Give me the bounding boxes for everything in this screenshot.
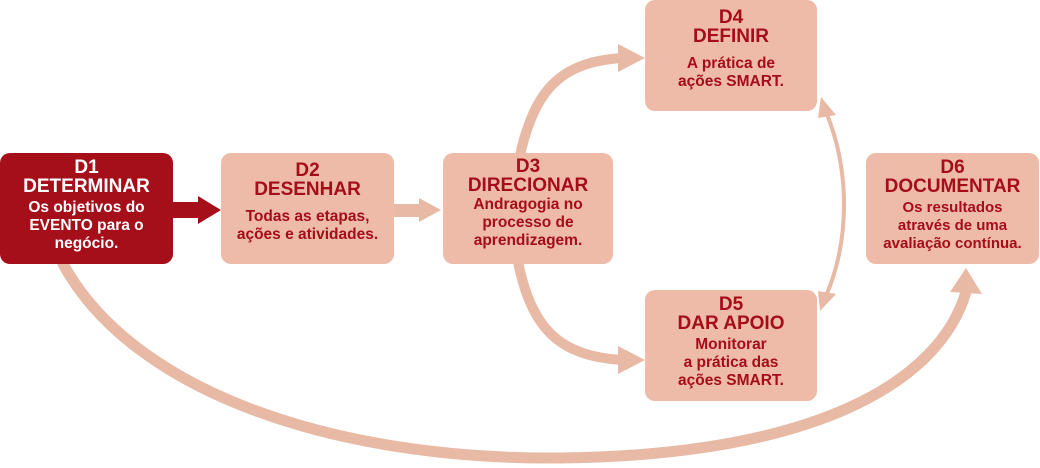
step-title: DEFINIR (693, 26, 769, 47)
desc-line: ações e atividades. (236, 226, 379, 243)
desc-line: a prática das (683, 354, 779, 371)
desc-line: ações SMART. (678, 73, 784, 90)
step-code: D5 (718, 294, 744, 315)
desc-line: ações SMART. (678, 372, 784, 389)
arrow-d3-d4 (515, 44, 645, 157)
desc-line: Os resultados (902, 199, 1003, 216)
desc-line: Os objetivos do (28, 199, 145, 216)
step-d3-direcionar: D3 DIRECIONAR Andragogia no processo de … (443, 153, 613, 264)
desc-line: avaliação contínua. (883, 235, 1022, 252)
step-title: DESENHAR (254, 179, 361, 200)
step-description: Andragogia no processo de aprendizagem. (473, 196, 582, 250)
step-description: A prática de ações SMART. (678, 55, 784, 91)
step-code: D3 (515, 156, 541, 177)
desc-line: aprendizagem. (473, 232, 583, 249)
arrow-d1-d2 (172, 196, 221, 224)
desc-line: através de uma (897, 217, 1008, 234)
step-code: D4 (718, 7, 744, 28)
desc-line: Andragogia no (473, 196, 583, 213)
step-d5-dar-apoio: D5 DAR APOIO Monitorar a prática das açõ… (645, 290, 817, 401)
step-title: DOCUMENTAR (884, 176, 1021, 197)
arrow-d4-d5 (818, 97, 846, 311)
step-description: Os resultados através de uma avaliação c… (883, 199, 1021, 253)
arrow-d1-d6 (57, 259, 982, 464)
arrow-d3-d5 (513, 260, 645, 374)
step-description: Monitorar a prática das ações SMART. (678, 336, 784, 390)
arrow-d2-d3 (393, 198, 441, 222)
desc-line: negócio. (54, 235, 119, 252)
step-title: DAR APOIO (677, 313, 785, 334)
step-description: Todas as etapas, ações e atividades. (237, 208, 378, 244)
desc-line: Todas as etapas, (245, 208, 370, 225)
desc-line: A prática de (686, 55, 776, 72)
step-d4-definir: D4 DEFINIR A prática de ações SMART. (645, 0, 817, 111)
step-title: DIRECIONAR (467, 175, 589, 196)
step-code: D1 (74, 157, 99, 178)
step-d1-determinar: D1 DETERMINAR Os objetivos do EVENTO par… (0, 153, 173, 264)
step-d2-desenhar: D2 DESENHAR Todas as etapas, ações e ati… (221, 153, 394, 264)
step-code: D2 (295, 160, 320, 181)
desc-line: Monitorar (695, 336, 767, 353)
step-title: DETERMINAR (23, 176, 150, 197)
step-d6-documentar: D6 DOCUMENTAR Os resultados através de u… (866, 153, 1039, 264)
desc-line: EVENTO para o (29, 217, 144, 234)
step-code: D6 (940, 157, 965, 178)
step-description: Os objetivos do EVENTO para o negócio. (28, 199, 144, 253)
desc-line: processo de (482, 214, 574, 231)
